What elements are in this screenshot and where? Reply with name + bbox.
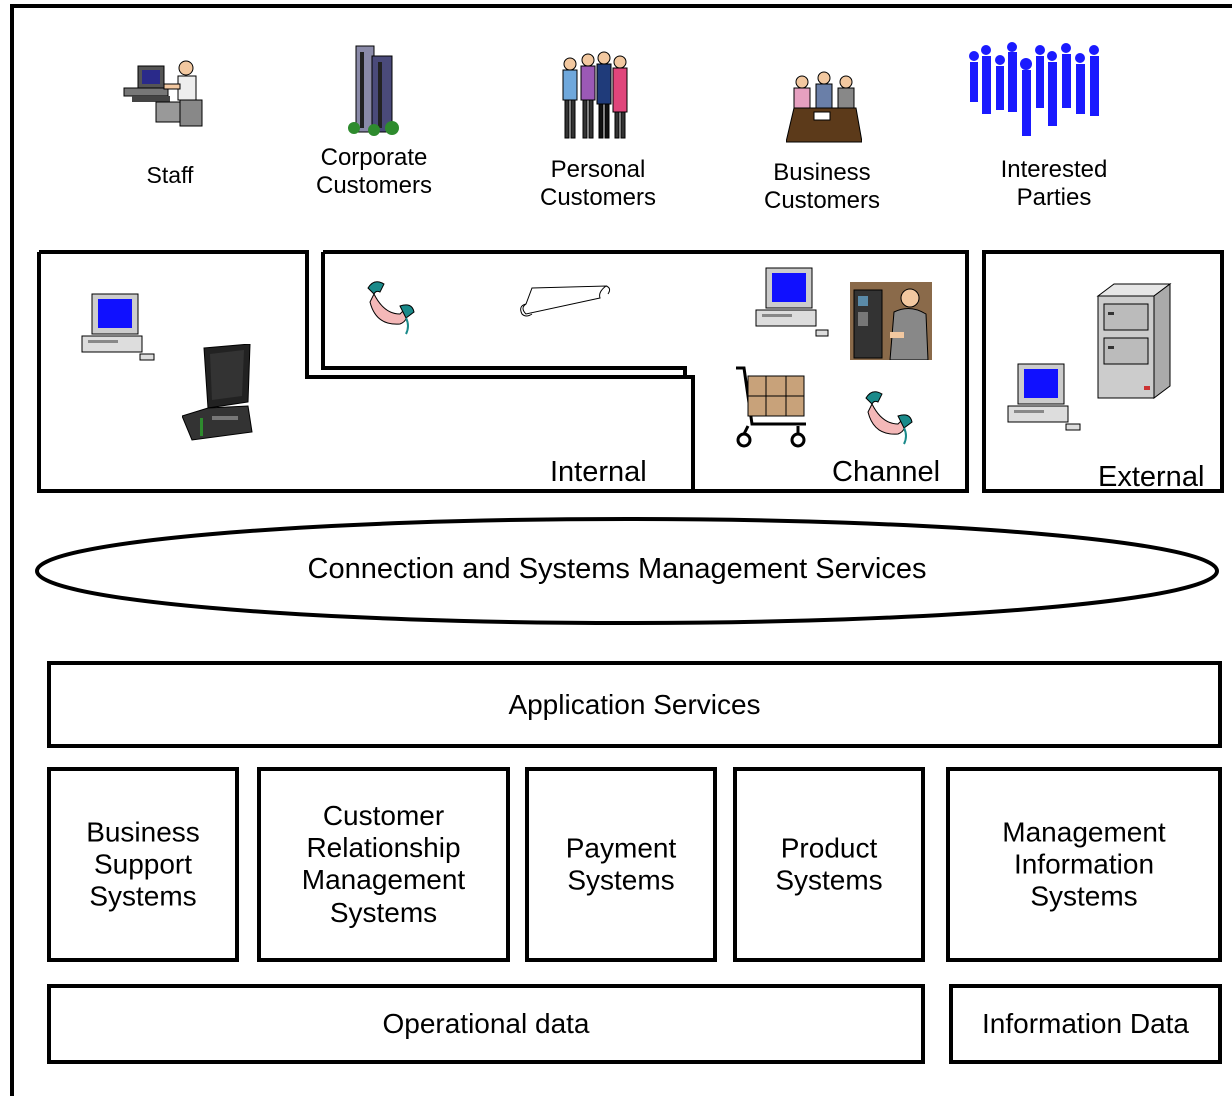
channel-label: Channel xyxy=(832,456,941,488)
telephone-icon xyxy=(865,391,913,445)
connection-services-label: Connection and Systems Management Servic… xyxy=(307,553,927,585)
system-label: Business Support Systems xyxy=(86,815,200,912)
business-support-systems-box: Business Support Systems xyxy=(47,767,239,962)
actor-label-corporate: Corporate Customers xyxy=(315,144,433,200)
information-data-box: Information Data xyxy=(949,984,1222,1064)
business-meeting-icon xyxy=(786,71,862,143)
payment-systems-box: Payment Systems xyxy=(525,767,717,962)
office-building-icon xyxy=(348,45,399,136)
mainframe-server-icon xyxy=(1096,283,1172,399)
actor-label-staff: Staff xyxy=(146,162,194,188)
desktop-computer-icon xyxy=(1007,363,1081,431)
atm-customer-icon xyxy=(850,282,932,360)
application-services-label: Application Services xyxy=(508,688,761,720)
application-services-box: Application Services xyxy=(47,661,1222,748)
operational-data-label: Operational data xyxy=(382,1007,590,1039)
internal-label: Internal xyxy=(550,456,647,488)
product-systems-box: Product Systems xyxy=(733,767,925,962)
crm-systems-box: Customer Relationship Management Systems xyxy=(257,767,510,962)
external-label: External xyxy=(1098,461,1205,493)
crowd-icon xyxy=(969,42,1099,136)
system-label: Customer Relationship Management Systems xyxy=(301,799,466,928)
external-panel-outline xyxy=(982,250,1224,493)
actor-label-personal: Personal Customers xyxy=(539,156,657,212)
system-label: Payment Systems xyxy=(565,832,677,896)
staff-workstation-icon xyxy=(123,60,203,127)
operational-data-box: Operational data xyxy=(47,984,925,1064)
desktop-computer-icon xyxy=(755,267,829,337)
connection-services-ellipse xyxy=(35,517,1219,625)
telephone-icon xyxy=(367,281,415,335)
scroll-document-icon xyxy=(520,285,611,317)
actor-label-business: Business Customers xyxy=(763,159,881,215)
management-information-systems-box: Management Information Systems xyxy=(946,767,1222,962)
shopping-cart-icon xyxy=(736,366,806,448)
system-label: Management Information Systems xyxy=(1002,815,1166,912)
laptop-icon xyxy=(182,344,253,441)
actor-label-interested: Interested Parties xyxy=(1000,156,1108,212)
information-data-label: Information Data xyxy=(982,1007,1189,1039)
outer-frame xyxy=(10,4,1232,1096)
channel-panel-outline xyxy=(321,250,969,493)
people-group-icon xyxy=(562,51,628,139)
desktop-computer-icon xyxy=(81,293,155,361)
system-label: Product Systems xyxy=(775,832,883,896)
